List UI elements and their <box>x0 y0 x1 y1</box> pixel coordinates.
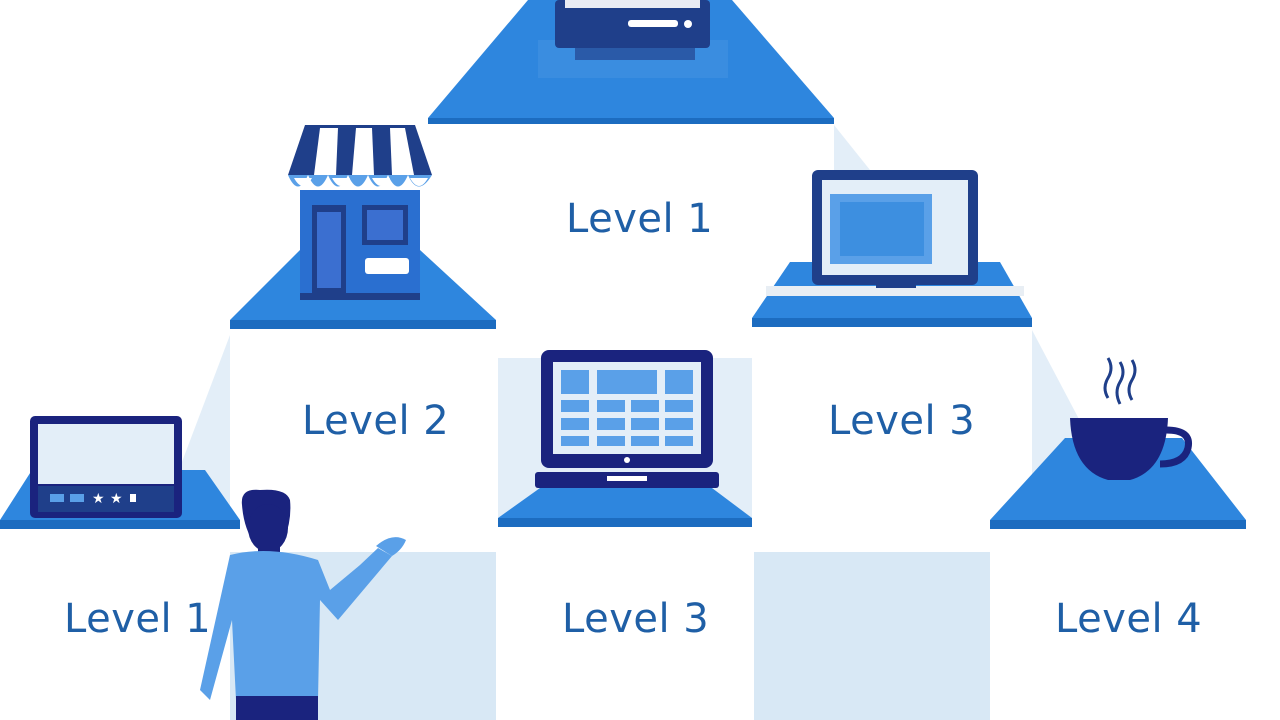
tier-bottom-center-label: Level 3 <box>562 596 710 642</box>
person-presenting-icon <box>200 489 406 720</box>
panel-level3-mid <box>752 326 1032 552</box>
panel-bottom-left <box>0 530 230 720</box>
background-panels <box>0 120 1280 720</box>
tier-bottom-left-label: Level 1 <box>64 596 212 642</box>
svg-text:★: ★ <box>110 491 123 507</box>
tier-top-label: Level 1 <box>566 196 714 242</box>
tier-bottom-right-label: Level 4 <box>1055 596 1203 642</box>
coffee-cup-icon <box>990 357 1246 529</box>
server-icon <box>428 0 834 124</box>
laptop-dashboard-icon <box>498 350 752 527</box>
panel-bottom-right <box>990 530 1280 720</box>
laptop-rating-icon: ★ ★ <box>0 416 240 529</box>
svg-text:★: ★ <box>92 491 105 507</box>
storefront-icon <box>230 125 496 329</box>
tier-middle-right-label: Level 3 <box>828 398 976 444</box>
panel-slant-top-right <box>834 125 870 170</box>
panel-bottom-center <box>496 530 754 720</box>
tier-middle-left-label: Level 2 <box>302 398 450 444</box>
laptop-icon <box>752 170 1032 327</box>
panel-bottom-mid-right <box>754 552 990 720</box>
